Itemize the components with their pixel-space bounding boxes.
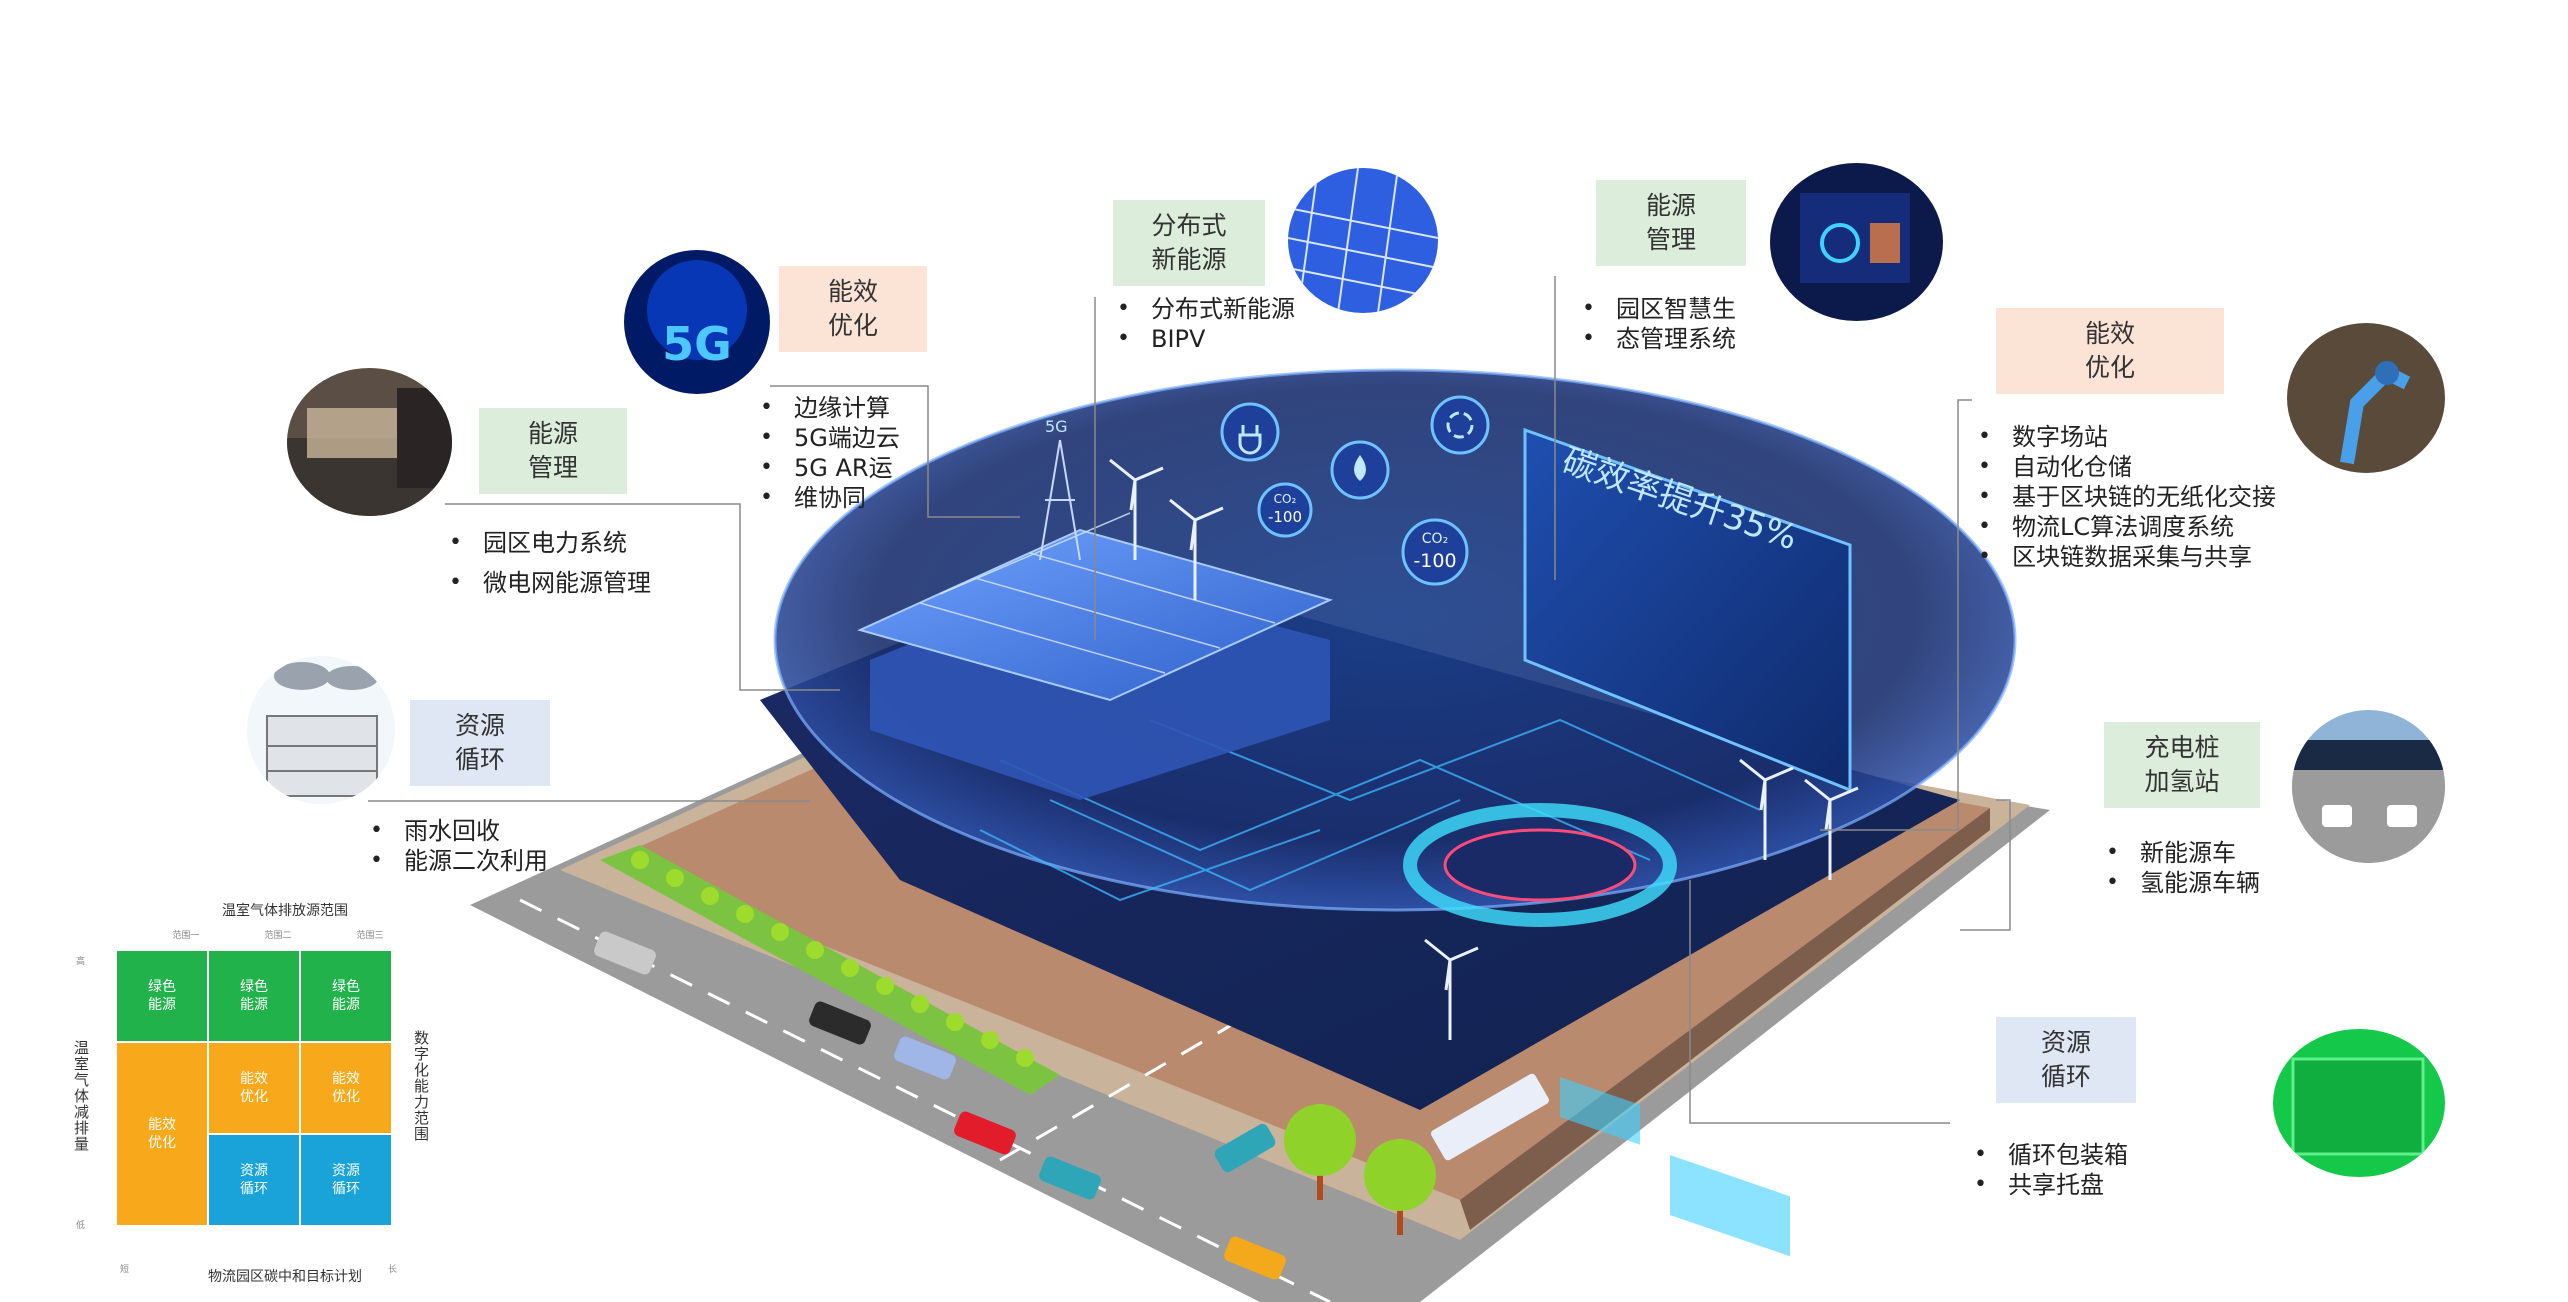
tag-charging-hydrogen: 充电桩加氢站 — [2104, 722, 2260, 808]
list-resource-cycle-left: 雨水回收 能源二次利用 — [368, 816, 588, 876]
dome-icons — [1220, 395, 1490, 500]
campus-photo — [287, 368, 452, 516]
matrix-bottom-mark: 短 — [120, 1265, 130, 1275]
emission-scope-matrix: 温室气体排放源范围 范围一 范围二 范围三 高 低 短 长 温室气体减排量 数字… — [70, 900, 430, 1290]
co2-value: -100 — [1413, 550, 1456, 572]
list-item: 基于区块链的无纸化交接 — [1976, 482, 2396, 512]
matrix-bottom-mark: 长 — [388, 1265, 398, 1275]
tag-resource-cycle-right: 资源循环 — [1996, 1017, 2136, 1103]
screen-widgets — [1560, 1077, 1790, 1257]
cars — [594, 931, 1549, 1280]
cell-resource-cycle: 资源循环 — [208, 1134, 300, 1226]
cell-efficiency: 能效优化 — [300, 1042, 392, 1134]
conveyor-core — [1443, 828, 1637, 902]
tag-resource-cycle-left: 资源循环 — [410, 700, 550, 786]
list-item: 共享托盘 — [1972, 1170, 2192, 1200]
list-charging-hydrogen: 新能源车 氢能源车辆 — [2104, 838, 2344, 898]
tag-energy-management-left: 能源管理 — [479, 408, 627, 494]
green-crate-photo — [2273, 1029, 2445, 1177]
tag-efficiency-right: 能效优化 — [1996, 308, 2224, 394]
5g-globe-photo: 5G — [624, 250, 770, 394]
co2-badge-2: CO₂ -100 — [1401, 518, 1469, 586]
list-item: 分布式新能源 — [1115, 294, 1375, 324]
solar-panel-photo — [1288, 168, 1438, 313]
list-item: 自动化仓储 — [1976, 452, 2396, 482]
cell-green-energy: 绿色能源 — [116, 950, 208, 1042]
tower-5g-label: 5G — [1045, 417, 1068, 436]
cell-efficiency: 能效优化 — [208, 1042, 300, 1134]
list-item: 氢能源车辆 — [2104, 868, 2344, 898]
conveyor-loop — [1403, 803, 1677, 927]
cell-green-energy: 绿色能源 — [300, 950, 392, 1042]
list-efficiency-right: 数字场站 自动化仓储 基于区块链的无纸化交接 物流LC算法调度系统 区块链数据采… — [1976, 422, 2396, 572]
svg-text:5G: 5G — [662, 317, 732, 371]
matrix-row-mark: 高 — [76, 957, 86, 967]
solar-panel-grid — [919, 512, 1276, 674]
matrix-column-header: 范围三 — [356, 931, 384, 941]
matrix-row-mark: 低 — [76, 1221, 86, 1231]
list-item: 物流LC算法调度系统 — [1976, 512, 2396, 542]
list-item: 区块链数据采集与共享 — [1976, 542, 2396, 572]
list-item: 循环包装箱 — [1972, 1140, 2192, 1170]
5g-tower — [1039, 439, 1081, 561]
matrix-left-label: 温室气体减排量 — [72, 1040, 90, 1152]
matrix-bottom-label: 物流园区碳中和目标计划 — [208, 1269, 362, 1285]
wind-turbines — [1109, 458, 1859, 1040]
list-item: 新能源车 — [2104, 838, 2344, 868]
co2-label: CO₂ — [1422, 531, 1448, 547]
list-item: BIPV — [1115, 324, 1375, 354]
list-item: 雨水回收 — [368, 816, 588, 846]
dome-rim — [773, 368, 2017, 912]
list-item: 5G AR运 — [758, 453, 958, 483]
recycle-icon — [1430, 395, 1490, 455]
tag-efficiency-5g: 能效优化 — [779, 266, 927, 352]
matrix-column-header: 范围一 — [172, 931, 200, 941]
tag-energy-management-right: 能源管理 — [1596, 180, 1746, 266]
list-item: 园区智慧生 — [1580, 294, 1800, 324]
list-item: 园区电力系统 — [447, 528, 787, 558]
energy-dashboard-photo — [1770, 163, 1943, 321]
list-item: 边缘计算 — [758, 393, 958, 423]
list-item: 微电网能源管理 — [447, 568, 787, 598]
list-energy-management-left: 园区电力系统 微电网能源管理 — [447, 528, 787, 608]
list-distributed-energy: 分布式新能源 BIPV — [1115, 294, 1375, 354]
cell-green-energy: 绿色能源 — [208, 950, 300, 1042]
co2-badge-1: CO₂ -100 — [1257, 482, 1313, 538]
rainwater-building-photo — [247, 656, 395, 804]
matrix-column-header: 范围二 — [264, 931, 292, 941]
tag-distributed-energy: 分布式新能源 — [1113, 200, 1265, 286]
list-efficiency-5g: 边缘计算 5G端边云 5G AR运 维协同 — [758, 393, 958, 513]
list-item: 5G端边云 — [758, 423, 958, 453]
bushes — [631, 851, 1034, 1067]
list-resource-cycle-right: 循环包装箱 共享托盘 — [1972, 1140, 2192, 1200]
list-item: 数字场站 — [1976, 422, 2396, 452]
list-item: 态管理系统 — [1580, 324, 1800, 354]
cell-resource-cycle: 资源循环 — [300, 1134, 392, 1226]
co2-value: -100 — [1268, 508, 1302, 526]
list-energy-management-right: 园区智慧生 态管理系统 — [1580, 294, 1800, 354]
green-strip — [600, 845, 1060, 1095]
co2-label: CO₂ — [1274, 492, 1297, 506]
list-item: 维协同 — [758, 483, 958, 513]
trees — [1284, 1104, 1436, 1235]
list-item: 能源二次利用 — [368, 846, 588, 876]
matrix-right-label: 数字化能力范围 — [412, 1030, 430, 1142]
matrix-title: 温室气体排放源范围 — [222, 903, 348, 919]
cell-efficiency-large: 能效优化 — [116, 1042, 208, 1226]
plug-icon — [1220, 402, 1280, 462]
